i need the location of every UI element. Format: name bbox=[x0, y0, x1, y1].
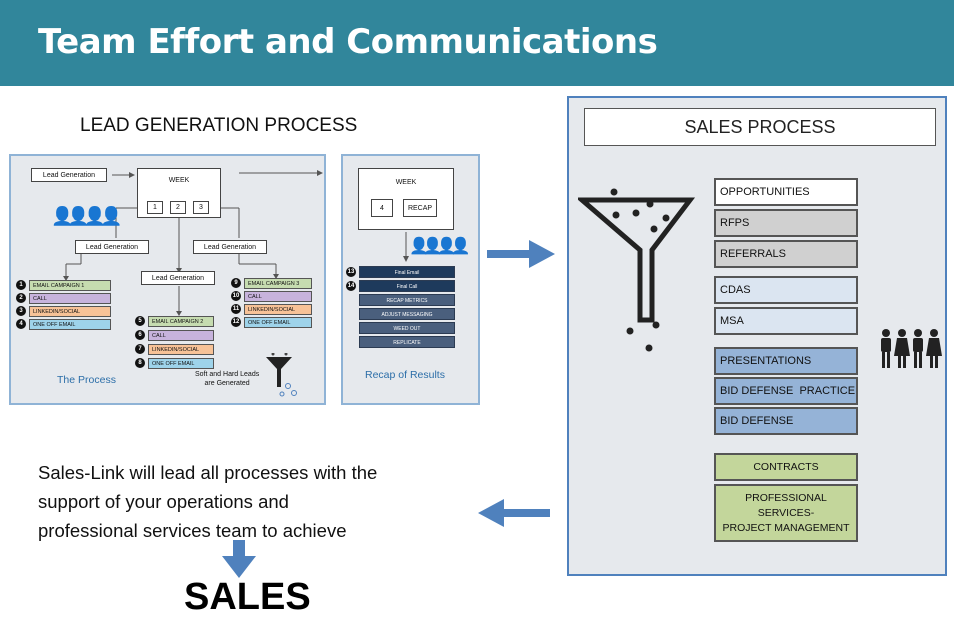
campaign-item: LINKEDIN/SOCIAL bbox=[29, 306, 111, 317]
week-day-label: 1 bbox=[153, 204, 157, 211]
funnel-icon bbox=[578, 188, 696, 352]
stage-cdas: CDAS bbox=[714, 276, 858, 304]
recap-week-item: 4 bbox=[371, 199, 393, 217]
step-number: 1 bbox=[16, 280, 26, 290]
stage-bid-defense-practice: BID DEFENSE PRACTICE bbox=[714, 377, 858, 405]
week-day-box: 1 bbox=[147, 201, 163, 214]
week-label: WEEK bbox=[168, 177, 190, 184]
stage-opportunities: OPPORTUNITIES bbox=[714, 178, 858, 206]
campaign-item: EMAIL CAMPAIGN 3 bbox=[244, 278, 312, 289]
stage-presentations: PRESENTATIONS bbox=[714, 347, 858, 375]
stage-contracts: CONTRACTS bbox=[714, 453, 858, 481]
step-number: 11 bbox=[231, 304, 241, 314]
week-day-box: 2 bbox=[170, 201, 186, 214]
lead-generation-branch-label: Lead Generation bbox=[85, 243, 139, 251]
step-number: 10 bbox=[231, 291, 241, 301]
recap-row: Final Call bbox=[359, 280, 455, 292]
stage-referrals: REFERRALS bbox=[714, 240, 858, 268]
summary-line: support of your operations and bbox=[38, 491, 289, 512]
step-number: 5 bbox=[135, 316, 145, 326]
funnel-caption: Soft and Hard Leads are Generated bbox=[195, 370, 259, 388]
summary-text: Sales-Link will lead all processes with … bbox=[38, 458, 458, 545]
sales-result: SALES bbox=[184, 576, 311, 618]
stage-professional-services: PROFESSIONAL SERVICES- PROJECT MANAGEMEN… bbox=[714, 484, 858, 542]
recap-row: REPLICATE bbox=[359, 336, 455, 348]
step-number: 4 bbox=[16, 319, 26, 329]
lead-generation-title: LEAD GENERATION PROCESS bbox=[80, 115, 358, 136]
step-number: 6 bbox=[135, 330, 145, 340]
lead-generation-branch-label: Lead Generation bbox=[203, 243, 257, 251]
campaign-item: ONE OFF EMAIL bbox=[244, 317, 312, 328]
campaign-item: EMAIL CAMPAIGN 1 bbox=[29, 280, 111, 291]
lead-generation-branch: Lead Generation bbox=[193, 240, 267, 254]
team-icon: 👤👤👤👤 bbox=[51, 206, 123, 226]
recap-team-icon: 👤👤👤👤 bbox=[409, 238, 471, 255]
stage-line: PROFESSIONAL bbox=[745, 491, 827, 504]
week-day-label: 2 bbox=[176, 204, 180, 211]
recap-week-label: WEEK bbox=[395, 179, 417, 186]
summary-line: Sales-Link will lead all processes with … bbox=[38, 462, 378, 483]
right-arrow bbox=[487, 240, 555, 268]
step-number: 8 bbox=[135, 358, 145, 368]
campaign-item: LINKEDIN/SOCIAL bbox=[148, 344, 214, 355]
step-number: 9 bbox=[231, 278, 241, 288]
lead-generation-box: Lead Generation bbox=[31, 168, 107, 182]
recap-panel: WEEK 4 RECAP 👤👤👤👤 13 14 Final Email Fina… bbox=[341, 154, 480, 405]
left-arrow bbox=[478, 499, 550, 527]
campaign-item: CALL bbox=[244, 291, 312, 302]
summary-line: professional services team to achieve bbox=[38, 520, 347, 541]
stage-rfps: RFPS bbox=[714, 209, 858, 237]
recap-row: RECAP METRICS bbox=[359, 294, 455, 306]
lead-generation-branch: Lead Generation bbox=[75, 240, 149, 254]
step-number: 12 bbox=[231, 317, 241, 327]
lead-generation-box-label: Lead Generation bbox=[42, 171, 96, 179]
down-arrow bbox=[222, 540, 256, 578]
campaign-item: ONE OFF EMAIL bbox=[29, 319, 111, 330]
sales-process-header: SALES PROCESS bbox=[584, 108, 936, 146]
campaign-group-2: 5 6 7 8 EMAIL CAMPAIGN 2 CALL LINKEDIN/S… bbox=[135, 316, 235, 369]
small-funnel-icon bbox=[266, 353, 297, 397]
week-day-box: 3 bbox=[193, 201, 209, 214]
campaign-item: CALL bbox=[148, 330, 214, 341]
campaign-item: ONE OFF EMAIL bbox=[148, 358, 214, 369]
recap-arrow bbox=[403, 232, 409, 262]
process-caption: The Process bbox=[57, 374, 116, 386]
campaign-item: LINKEDIN/SOCIAL bbox=[244, 304, 312, 315]
step-number: 13 bbox=[346, 267, 356, 277]
recap-week-item-label: 4 bbox=[380, 204, 384, 212]
step-number: 7 bbox=[135, 344, 145, 354]
process-panel: Lead Generation WEEK 1 2 3 👤👤👤👤 Lead G bbox=[9, 154, 326, 405]
stage-bid-defense: BID DEFENSE bbox=[714, 407, 858, 435]
recap-week-item-label: RECAP bbox=[407, 204, 433, 212]
recap-row: ADJUST MESSAGING bbox=[359, 308, 455, 320]
page-title: Team Effort and Communications bbox=[38, 22, 658, 62]
step-number: 14 bbox=[346, 281, 356, 291]
step-number: 3 bbox=[16, 306, 26, 316]
campaign-group-1: 1 2 3 4 EMAIL CAMPAIGN 1 CALL LINKEDIN/S… bbox=[16, 280, 116, 330]
funnel-caption-line: Soft and Hard Leads bbox=[195, 371, 260, 378]
stage-line: SERVICES- bbox=[757, 506, 815, 519]
recap-week-item: RECAP bbox=[403, 199, 437, 217]
recap-row: Final Email bbox=[359, 266, 455, 278]
recap-row: WEED OUT bbox=[359, 322, 455, 334]
team-icon bbox=[881, 329, 942, 368]
recap-caption: Recap of Results bbox=[365, 369, 445, 381]
campaign-item: EMAIL CAMPAIGN 2 bbox=[148, 316, 214, 327]
lead-generation-branch: Lead Generation bbox=[141, 271, 215, 285]
stage-line: PROJECT MANAGEMENT bbox=[722, 521, 850, 534]
title-banner bbox=[0, 0, 954, 86]
funnel-caption-line: are Generated bbox=[204, 380, 250, 387]
lead-generation-branch-label: Lead Generation bbox=[151, 274, 205, 282]
week-day-label: 3 bbox=[199, 204, 203, 211]
campaign-item: CALL bbox=[29, 293, 111, 304]
stage-msa: MSA bbox=[714, 307, 858, 335]
campaign-group-3: 9 10 11 12 EMAIL CAMPAIGN 3 CALL LINKEDI… bbox=[231, 278, 323, 330]
step-number: 2 bbox=[16, 293, 26, 303]
